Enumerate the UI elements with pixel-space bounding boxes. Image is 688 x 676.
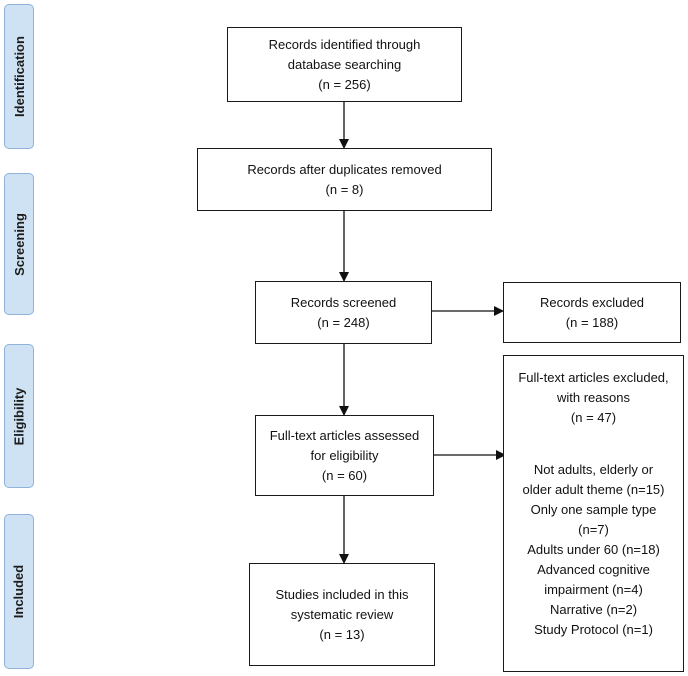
box-studies-included-line1: Studies included in this [275, 586, 409, 602]
phase-included-label: Included [11, 564, 27, 619]
box-fulltext-assessed-line1: Full-text articles assessed [269, 427, 420, 443]
box-studies-included: Studies included in this systematic revi… [249, 563, 435, 666]
box-records-identified-count: (n = 256) [318, 76, 371, 92]
box-records-screened: Records screened (n = 248) [255, 281, 432, 344]
box-fulltext-excluded: Full-text articles excluded, with reason… [503, 355, 684, 672]
box-records-screened-line1: Records screened [290, 294, 397, 310]
exclusion-reason: Adults under 60 (n=18) [527, 542, 660, 557]
exclusion-reason: (n=7) [578, 522, 609, 537]
box-records-identified: Records identified through database sear… [227, 27, 462, 102]
exclusion-reason: Only one sample type [530, 502, 657, 517]
phase-eligibility-label: Eligibility [11, 387, 27, 445]
box-fulltext-excluded-line2: with reasons [557, 390, 630, 405]
box-records-excluded: Records excluded (n = 188) [503, 282, 681, 343]
box-fulltext-assessed: Full-text articles assessed for eligibil… [255, 415, 434, 496]
phase-identification-label: Identification [11, 36, 27, 117]
box-records-screened-count: (n = 248) [317, 314, 370, 330]
exclusion-reason: Not adults, elderly or [533, 462, 654, 477]
phase-screening: Screening [4, 173, 34, 315]
box-duplicates-removed-line1: Records after duplicates removed [247, 161, 442, 177]
box-fulltext-assessed-count: (n = 60) [321, 467, 368, 483]
box-fulltext-excluded-count: (n = 47) [570, 410, 617, 425]
phase-included: Included [4, 514, 34, 669]
box-duplicates-removed-count: (n = 8) [325, 181, 364, 197]
exclusion-reason: impairment (n=4) [544, 582, 643, 597]
exclusion-reason: Advanced cognitive [537, 562, 650, 577]
box-records-identified-line2: database searching [287, 56, 402, 72]
exclusion-reason: Narrative (n=2) [549, 602, 638, 617]
exclusion-reason: Study Protocol (n=1) [534, 622, 653, 637]
box-fulltext-assessed-line2: for eligibility [310, 447, 379, 463]
box-records-identified-line1: Records identified through [268, 36, 421, 52]
phase-screening-label: Screening [11, 212, 27, 276]
phase-eligibility: Eligibility [4, 344, 34, 488]
box-records-excluded-count: (n = 188) [565, 314, 619, 330]
box-studies-included-line2: systematic review [290, 606, 394, 622]
exclusion-reason: older adult theme (n=15) [522, 482, 665, 497]
box-studies-included-count: (n = 13) [319, 626, 365, 642]
box-duplicates-removed: Records after duplicates removed (n = 8) [197, 148, 492, 211]
box-fulltext-excluded-line1: Full-text articles excluded, [518, 370, 669, 385]
box-records-excluded-line1: Records excluded [539, 294, 645, 310]
phase-identification: Identification [4, 4, 34, 149]
